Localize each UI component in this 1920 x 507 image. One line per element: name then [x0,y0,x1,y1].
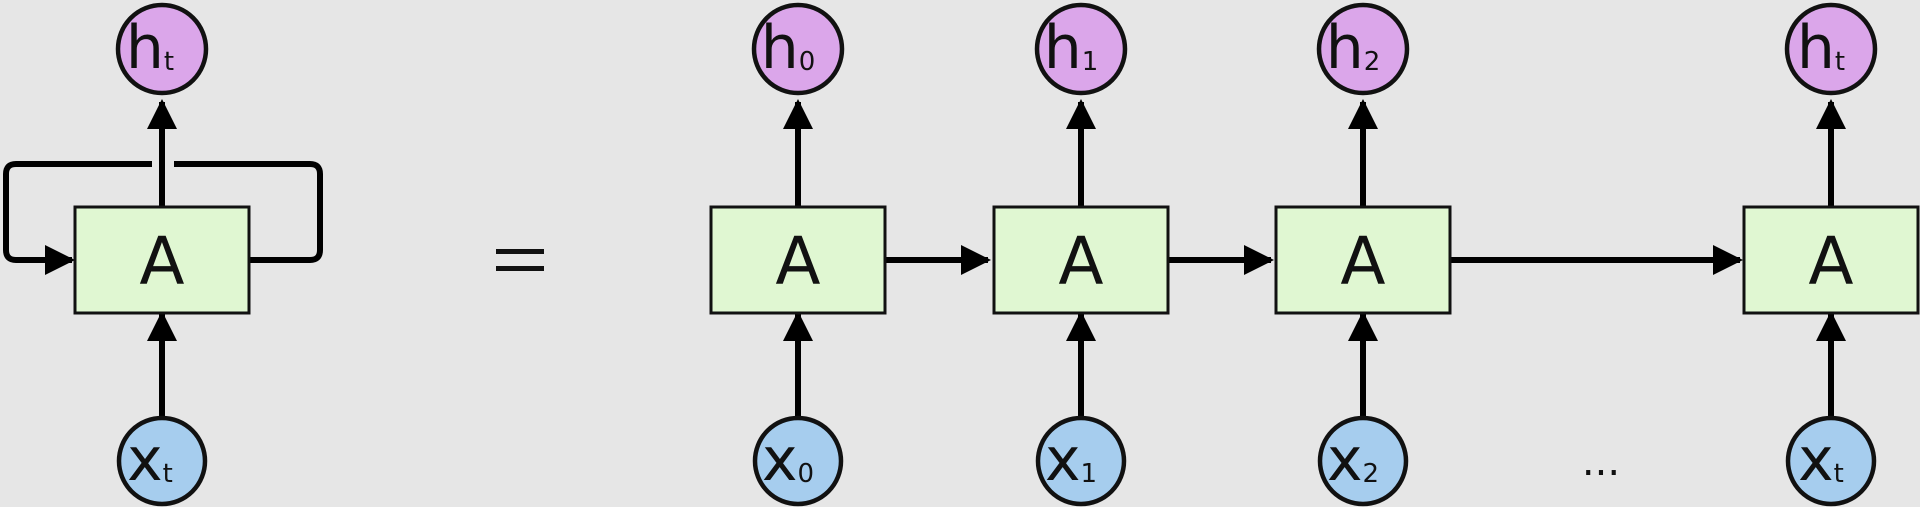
input-sub: t [1834,459,1844,489]
output-main: h [761,13,799,83]
rolled-output-sub: t [164,47,174,77]
output-sub: 2 [1364,47,1381,77]
input-sub: 1 [1080,459,1097,489]
cell-box [709,205,887,315]
output-node [1784,2,1878,96]
output-node [751,2,845,96]
input-label: x0 [762,425,814,495]
rolled-input-main: x [127,425,163,495]
cell-label: A [1340,223,1385,300]
cell-label: A [1058,223,1103,300]
rolled-output-label: ht [126,13,174,83]
output-node [1034,2,1128,96]
output-sub: 0 [799,47,816,77]
output-label: ht [1797,13,1845,83]
output-main: h [1326,13,1364,83]
rolled-output-node [115,2,209,96]
input-main: x [1045,425,1081,495]
input-label: x1 [1045,425,1097,495]
input-node [752,415,844,507]
input-node [1785,415,1877,507]
input-node [1035,415,1127,507]
cell-label: A [775,223,820,300]
input-main: x [762,425,798,495]
output-label: h0 [761,13,816,83]
rolled-cell-label: A [139,223,184,300]
rolled-input-node [116,415,208,507]
cell-box [1274,205,1452,315]
output-node [1316,2,1410,96]
input-label: x2 [1327,425,1379,495]
rolled-output-main: h [126,13,164,83]
input-main: x [1327,425,1363,495]
cell-box [1742,205,1920,315]
input-main: x [1798,425,1834,495]
input-node [1317,415,1409,507]
rolled-input-sub: t [163,459,173,489]
cell-label: A [1808,223,1853,300]
rolled-cell-box [73,205,251,315]
rolled-input-label: xt [127,425,173,495]
equals-sign [496,249,544,271]
input-sub: 2 [1362,459,1379,489]
output-sub: t [1835,47,1845,77]
output-main: h [1044,13,1082,83]
recurrent-loop-left [3,161,152,275]
input-sub: 0 [797,459,814,489]
output-label: h2 [1326,13,1381,83]
rolled-rnn: A ht xt [3,2,323,507]
output-main: h [1797,13,1835,83]
recurrent-loop-right [174,161,323,263]
output-sub: 1 [1082,47,1099,77]
output-label: h1 [1044,13,1099,83]
input-label: xt [1798,425,1844,495]
cell-box [992,205,1170,315]
ellipsis: ... [1582,439,1620,485]
